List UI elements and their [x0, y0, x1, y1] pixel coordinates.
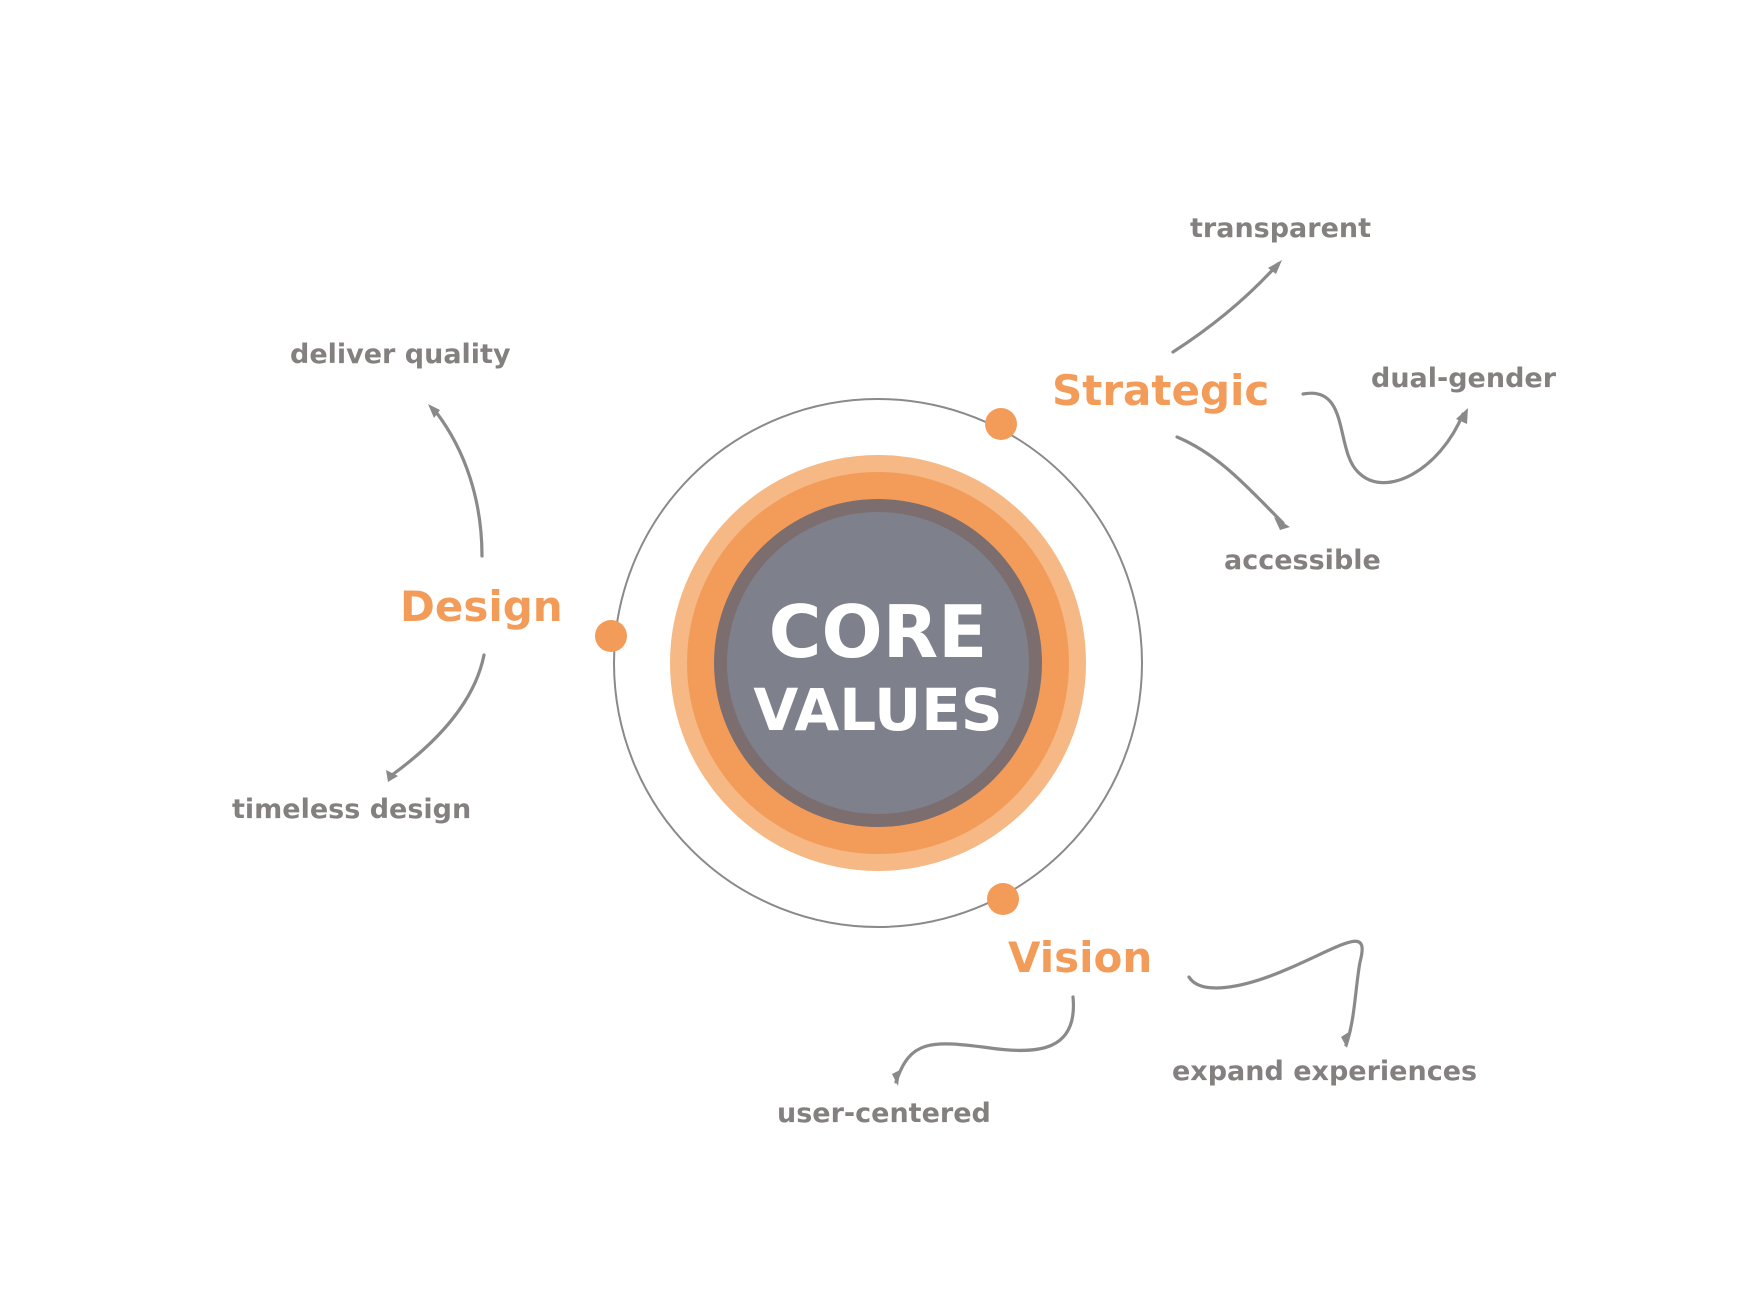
strategic-dot — [985, 408, 1017, 440]
value-expand-experiences: expand experiences — [1172, 1056, 1477, 1087]
arrow-strategic-dual-gender — [1456, 408, 1468, 424]
value-transparent: transparent — [1190, 213, 1371, 244]
value-user-centered: user-centered — [777, 1098, 991, 1129]
connector-strategic-dual-gender — [1301, 391, 1465, 485]
connector-strategic-accessible — [1175, 435, 1285, 525]
vision-dot — [987, 883, 1019, 915]
arrow-vision-expand-experiences — [1341, 1030, 1352, 1048]
connector-design-deliver-quality — [434, 410, 484, 558]
connector-vision-user-centered — [894, 995, 1075, 1084]
connector-vision-expand-experiences — [1187, 939, 1364, 1047]
category-strategic: Strategic — [1052, 366, 1269, 415]
value-dual-gender: dual-gender — [1371, 363, 1557, 394]
core-title-line2: VALUES — [753, 676, 1002, 744]
arrow-strategic-transparent — [1268, 260, 1282, 274]
value-accessible: accessible — [1224, 545, 1381, 576]
orbit-ring — [613, 398, 1143, 928]
arrow-design-deliver-quality — [428, 404, 440, 418]
value-deliver-quality: deliver quality — [290, 339, 511, 370]
arrow-strategic-accessible — [1274, 517, 1290, 530]
core-center — [727, 512, 1029, 814]
connector-strategic-transparent — [1171, 262, 1280, 354]
design-dot — [595, 620, 627, 652]
category-vision: Vision — [1008, 933, 1152, 982]
category-design: Design — [400, 582, 563, 631]
connector-design-timeless-design — [390, 653, 486, 777]
arrow-vision-user-centered — [892, 1070, 900, 1086]
arrow-design-timeless-design — [386, 770, 398, 782]
core-title-line1: CORE — [769, 590, 988, 674]
value-timeless-design: timeless design — [232, 794, 471, 825]
